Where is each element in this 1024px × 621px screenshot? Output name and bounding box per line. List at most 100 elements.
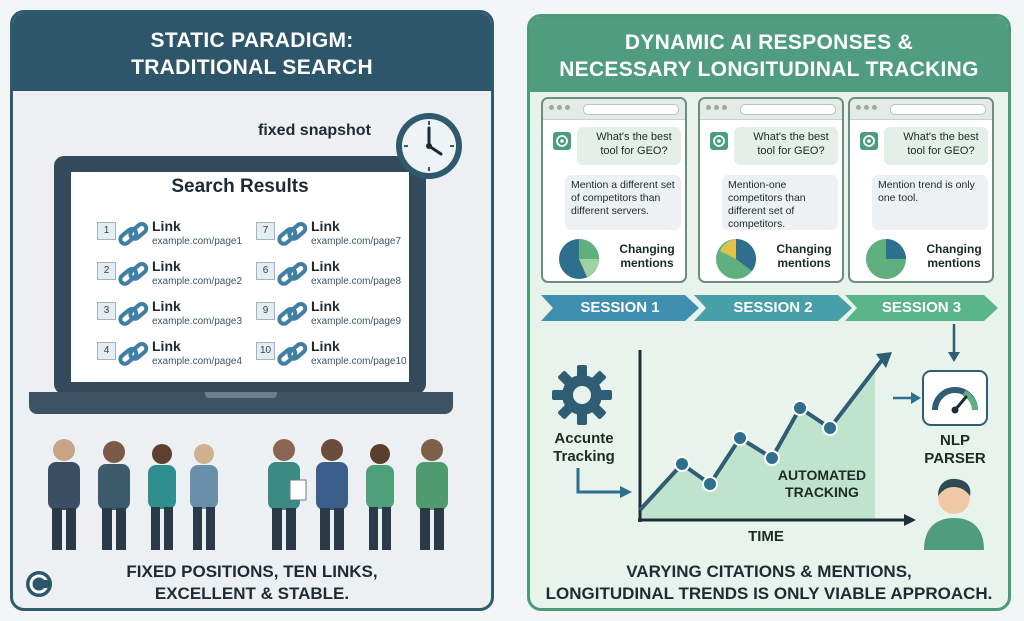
answer-bubble xyxy=(565,175,681,230)
session-mentions: Changing mentions xyxy=(926,242,982,270)
time-axis-label: TIME xyxy=(748,528,784,545)
mentions-pie-icon xyxy=(559,239,599,279)
header-line-2: NECESSARY LONGITUDINAL TRACKING xyxy=(559,58,979,81)
person-icon xyxy=(924,478,984,550)
automated-tracking-label: AUTOMATED TRACKING xyxy=(762,467,882,501)
ai-logo-icon xyxy=(710,132,728,150)
gauge-icon xyxy=(922,370,988,426)
left-caption: FIXED POSITIONS, TEN LINKS, EXCELLENT & … xyxy=(10,561,494,605)
result-number: 1 xyxy=(97,222,116,240)
link-chain-icon xyxy=(118,221,149,246)
session-answer: Mention-one competitors than different s… xyxy=(728,179,806,230)
result-number: 4 xyxy=(97,342,116,360)
question-bubble xyxy=(884,127,988,165)
down-arrow xyxy=(948,324,960,362)
tracking-arrow xyxy=(576,468,632,498)
session-mentions: Changing mentions xyxy=(619,242,675,270)
nlp-line-1: NLP xyxy=(940,432,970,449)
result-number: 6 xyxy=(256,262,275,280)
header-line-1: DYNAMIC AI RESPONSES & xyxy=(624,31,914,54)
address-bar xyxy=(890,104,986,115)
session-answer: Mention trend is only one tool. xyxy=(878,179,975,204)
person-figure xyxy=(416,439,448,550)
trend-chart xyxy=(638,350,916,526)
browser-tab-bar xyxy=(850,99,992,120)
result-title: Link xyxy=(311,298,340,314)
result-number: 10 xyxy=(256,342,275,360)
right-caption: VARYING CITATIONS & MENTIONS, LONGITUDIN… xyxy=(527,561,1011,605)
ai-logo-icon xyxy=(553,132,571,150)
nlp-line-2: PARSER xyxy=(924,450,986,467)
person-figure xyxy=(148,444,176,550)
browser-tab-bar xyxy=(700,99,842,120)
link-chain-icon xyxy=(118,341,149,366)
session-answer: Mention a different set of competitors t… xyxy=(571,179,675,217)
session-arrow: SESSION 3 xyxy=(845,295,998,321)
search-result[interactable]: 6 Link example.com/page8 xyxy=(256,258,406,294)
fixed-snapshot-label: fixed snapshot xyxy=(258,122,371,139)
result-number: 2 xyxy=(97,262,116,280)
search-results-title: Search Results xyxy=(171,176,309,197)
browser-tab-bar xyxy=(543,99,685,120)
result-url: example.com/page2 xyxy=(152,276,243,287)
result-title: Link xyxy=(311,338,340,354)
session-arrow: SESSION 2 xyxy=(694,295,852,321)
mentions-pie-icon xyxy=(716,239,756,279)
dynamic-ai-header: DYNAMIC AI RESPONSES & NECESSARY LONGITU… xyxy=(530,17,1008,92)
session-arrow: SESSION 1 xyxy=(541,295,699,321)
result-number: 9 xyxy=(256,302,275,320)
link-chain-icon xyxy=(277,261,308,286)
laptop-base xyxy=(29,392,453,414)
result-url: example.com/page3 xyxy=(152,316,243,327)
header-line-2: TRADITIONAL SEARCH xyxy=(131,56,373,79)
result-number: 7 xyxy=(256,222,275,240)
result-title: Link xyxy=(152,218,181,234)
search-result[interactable]: 1 Link example.com/page1 xyxy=(97,218,247,254)
result-title: Link xyxy=(311,258,340,274)
result-url: example.com/page7 xyxy=(311,236,402,247)
session-question: What's the best tool for GEO? xyxy=(903,131,979,157)
result-number: 3 xyxy=(97,302,116,320)
result-url: example.com/page9 xyxy=(311,316,402,327)
search-result[interactable]: 7 Link example.com/page7 xyxy=(256,218,406,254)
result-title: Link xyxy=(152,258,181,274)
result-url: example.com/page10 xyxy=(311,356,407,367)
ai-logo-icon xyxy=(860,132,878,150)
result-url: example.com/page1 xyxy=(152,236,243,247)
search-result[interactable]: 9 Link example.com/page9 xyxy=(256,298,406,334)
clock-icon xyxy=(396,113,462,179)
tracking-line-2: Tracking xyxy=(553,448,615,465)
laptop-notch xyxy=(205,392,277,398)
corner-logo-icon xyxy=(26,571,52,597)
search-result[interactable]: 4 Link example.com/page4 xyxy=(97,338,247,374)
link-chain-icon xyxy=(118,261,149,286)
link-chain-icon xyxy=(277,221,308,246)
automated-line-2: TRACKING xyxy=(785,484,859,500)
right-caption-line-1: VARYING CITATIONS & MENTIONS, xyxy=(626,562,912,581)
person-figure xyxy=(366,444,394,550)
person-figure xyxy=(268,439,307,550)
result-url: example.com/page4 xyxy=(152,356,243,367)
session-browser-card: What's the best tool for GEO? Mention a … xyxy=(541,97,687,283)
static-paradigm-header: STATIC PARADIGM: TRADITIONAL SEARCH xyxy=(13,13,491,91)
session-browser-card: What's the best tool for GEO? Mention-on… xyxy=(698,97,844,283)
result-url: example.com/page8 xyxy=(311,276,402,287)
left-caption-line-1: FIXED POSITIONS, TEN LINKS, xyxy=(126,562,378,581)
session-mentions: Changing mentions xyxy=(776,242,832,270)
gear-icon xyxy=(552,365,612,425)
nlp-parser-label: NLP PARSER xyxy=(915,432,995,468)
session-label: SESSION 1 xyxy=(580,299,660,316)
person-figure xyxy=(190,444,218,550)
question-bubble xyxy=(734,127,838,165)
accurate-tracking-label: Accunte Tracking xyxy=(539,430,629,466)
header-line-1: STATIC PARADIGM: xyxy=(150,29,354,52)
left-caption-line-2: EXCELLENT & STABLE. xyxy=(154,584,350,603)
session-question: What's the best tool for GEO? xyxy=(596,131,672,157)
session-question: What's the best tool for GEO? xyxy=(753,131,829,157)
result-title: Link xyxy=(152,298,181,314)
search-result[interactable]: 3 Link example.com/page3 xyxy=(97,298,247,334)
parser-arrow xyxy=(893,392,921,404)
search-result[interactable]: 2 Link example.com/page2 xyxy=(97,258,247,294)
search-result[interactable]: 10 Link example.com/page10 xyxy=(256,338,407,374)
people-group-illustration xyxy=(48,439,448,550)
